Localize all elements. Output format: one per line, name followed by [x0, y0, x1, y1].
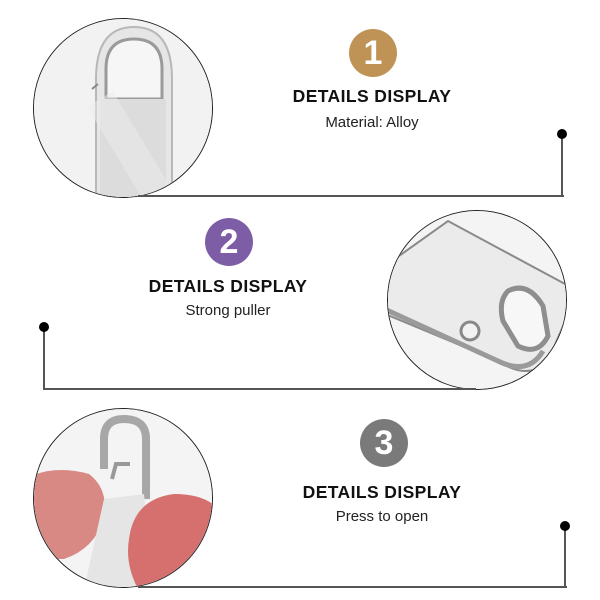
section-3-title: DETAILS DISPLAY — [302, 482, 462, 502]
connector-line-1-vertical — [561, 134, 563, 197]
step-badge-1: 1 — [349, 29, 397, 77]
product-photo-press — [33, 408, 213, 588]
zipper-pull-hook-image — [34, 19, 212, 197]
step-badge-3: 3 — [360, 419, 408, 467]
product-photo-puller — [387, 210, 567, 390]
section-2-subtitle: Strong puller — [185, 302, 271, 319]
connector-dot-1 — [557, 129, 567, 139]
connector-line-1-horizontal — [138, 195, 564, 197]
connector-line-2-horizontal — [44, 388, 476, 390]
connector-line-3-vertical — [564, 526, 566, 588]
fingers-pressing-hook-image — [34, 409, 212, 587]
connector-line-2-vertical — [43, 327, 45, 390]
zipper-pull-triangle-image — [388, 211, 566, 389]
section-3-subtitle: Press to open — [335, 508, 429, 525]
section-1-title: DETAILS DISPLAY — [292, 86, 452, 106]
connector-dot-3 — [560, 521, 570, 531]
connector-dot-2 — [39, 322, 49, 332]
step-badge-2: 2 — [205, 218, 253, 266]
section-1-subtitle: Material: Alloy — [325, 114, 419, 131]
product-photo-hook — [33, 18, 213, 198]
section-2-title: DETAILS DISPLAY — [148, 276, 308, 296]
connector-line-3-horizontal — [138, 586, 567, 588]
